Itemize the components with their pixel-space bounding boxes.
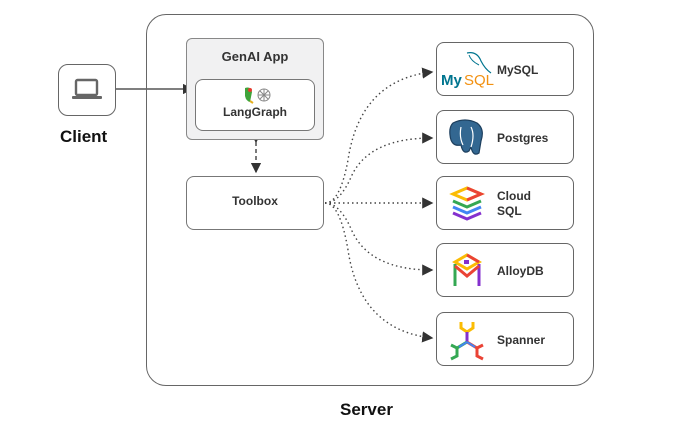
spanner-label: Spanner <box>497 333 546 347</box>
db-node-postgres[interactable]: Postgres <box>436 110 574 164</box>
genai-app-title: GenAI App <box>221 49 289 64</box>
langgraph-node[interactable]: LangGraph <box>195 79 315 131</box>
db-node-alloydb[interactable]: AlloyDB <box>436 243 574 297</box>
db-node-spanner[interactable]: Spanner <box>436 312 574 366</box>
graph-network-icon <box>257 88 271 102</box>
langgraph-label: LangGraph <box>222 105 287 119</box>
toolbox-node[interactable]: Toolbox <box>186 176 324 230</box>
postgres-elephant-icon <box>449 119 483 155</box>
server-boundary <box>146 14 594 386</box>
laptop-icon <box>72 78 102 99</box>
alloydb-label: AlloyDB <box>497 264 544 278</box>
alloydb-icon <box>452 253 482 286</box>
cloudsql-label-line1: Cloud <box>497 189 531 203</box>
server-label: Server <box>340 400 393 419</box>
svg-text:SQL: SQL <box>464 72 494 89</box>
client-label: Client <box>60 127 108 146</box>
cloud-sql-icon <box>449 186 485 221</box>
parrot-icon <box>245 87 254 104</box>
postgres-label: Postgres <box>497 131 549 145</box>
genai-app-node[interactable]: GenAI App LangGraph <box>186 38 324 140</box>
spanner-icon <box>450 322 484 361</box>
db-node-cloudsql[interactable]: Cloud SQL <box>436 176 574 230</box>
langgraph-icons <box>245 87 271 104</box>
mysql-label: MySQL <box>497 63 539 77</box>
toolbox-to-alloydb-dotted <box>324 202 434 276</box>
toolbox-to-spanner-dotted <box>324 202 434 343</box>
db-node-mysql[interactable]: My SQL MySQL <box>436 42 574 96</box>
cloudsql-label-line2: SQL <box>497 204 522 218</box>
client-node[interactable] <box>58 64 116 116</box>
svg-text:My: My <box>441 72 462 89</box>
mysql-logo-icon: My SQL <box>441 52 494 89</box>
toolbox-to-postgres-dotted <box>324 132 434 204</box>
toolbox-label: Toolbox <box>232 194 278 208</box>
